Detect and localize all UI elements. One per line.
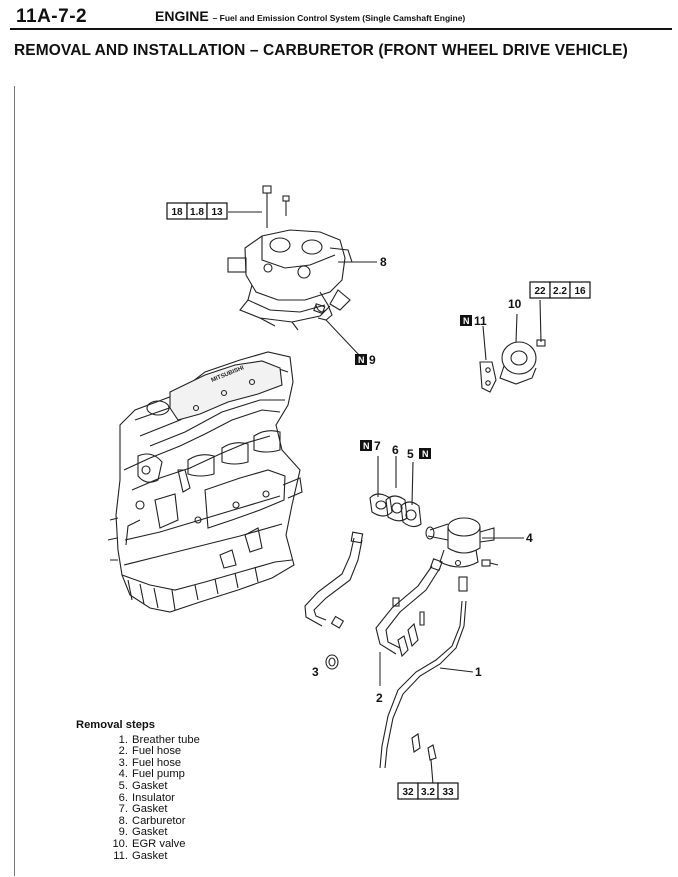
engine-block-drawing [107, 351, 303, 613]
torque-spec-value: 1.8 [190, 207, 204, 218]
torque-spec-value: 32 [402, 787, 414, 798]
removal-step-name: Gasket [132, 803, 168, 816]
egr-valve-drawing [499, 299, 546, 385]
removal-step-number: 2. [118, 745, 128, 758]
removal-step-name: Fuel hose [132, 745, 182, 758]
removal-step: 7. Gasket [76, 803, 200, 816]
removal-step-number: 1. [118, 733, 128, 746]
breather-tube-drawing [379, 576, 468, 785]
removal-step-name: Gasket [132, 849, 168, 862]
removal-step: 3. Fuel hose [76, 756, 200, 770]
callout-leader-lines [325, 261, 524, 686]
removal-step-number: 3. [118, 756, 128, 769]
removal-step-name: Carburetor [132, 814, 186, 827]
header-rule [10, 28, 672, 30]
torque-spec-cell [206, 202, 228, 220]
carburetor-mounting-bolts [228, 185, 290, 228]
fuel-pump-drawing [425, 517, 520, 568]
fuel-hose-2-drawing [375, 558, 443, 658]
removal-step: 10. EGR valve [76, 837, 200, 851]
removal-step: 11. Gasket [76, 849, 200, 863]
new-part-badge-11: N [460, 315, 472, 326]
removal-step: 4. Fuel pump [76, 769, 200, 781]
callout-9: 9 [369, 353, 376, 367]
fuel-pump-gaskets-drawing [369, 456, 422, 528]
callout-4: 4 [526, 531, 533, 545]
carburetor-drawing [227, 229, 353, 331]
page-number: 11A-7-2 [16, 6, 88, 27]
new-part-badge-9: N [355, 354, 367, 365]
badge-5-letter: N [422, 449, 429, 459]
removal-step-number: 10. [112, 837, 128, 850]
removal-step-number: 6. [118, 791, 128, 804]
removal-step-name: Gasket [132, 826, 168, 839]
new-part-badges: N N N N [355, 315, 472, 459]
removal-step-number: 8. [118, 814, 128, 827]
callout-6: 6 [392, 443, 399, 457]
callout-10: 10 [508, 297, 522, 311]
torque-spec-value: 3.2 [421, 787, 435, 798]
removal-step-number: 4. [118, 768, 128, 781]
torque-spec-value: 22 [534, 286, 546, 297]
badge-11-letter: N [463, 316, 470, 326]
torque-spec-value: 16 [574, 286, 586, 297]
subsection-name: – Fuel and Emission Control System (Sing… [212, 13, 466, 23]
removal-step-name: Fuel pump [132, 768, 185, 781]
torque-spec-box: 22 2.2 16 [529, 281, 591, 299]
section-name: ENGINE [155, 8, 209, 24]
badge-7-letter: N [363, 441, 370, 451]
callout-8: 8 [380, 255, 387, 269]
page-header: 11A-7-2 ENGINE – Fuel and Emission Contr… [0, 0, 678, 30]
removal-steps: Removal steps 1. Breather tube 2. Fuel hose… [76, 719, 200, 863]
callout-5: 5 [407, 447, 414, 461]
torque-spec-box: 18 1.8 13 [166, 202, 228, 220]
egr-gasket-drawing [479, 325, 497, 393]
callout-3: 3 [312, 665, 319, 679]
callout-1: 1 [475, 665, 482, 679]
callout-11: 11 [474, 314, 487, 328]
callout-7: 7 [374, 439, 381, 453]
callout-numbers: 1 2 3 4 5 6 7 8 9 10 11 [312, 255, 533, 705]
torque-spec-value: 33 [442, 787, 454, 798]
removal-step: 6. Insulator [76, 791, 200, 805]
removal-step: 1. Breather tube [76, 733, 200, 747]
badge-9-letter: N [358, 355, 365, 365]
removal-step-name: Fuel hose [132, 756, 182, 769]
section-heading: ENGINE – Fuel and Emission Control Syste… [155, 8, 465, 24]
removal-step-number: 5. [118, 779, 128, 792]
torque-spec-cell [437, 782, 459, 800]
removal-step-number: 11. [113, 849, 128, 862]
removal-step: 8. Carburetor [76, 814, 200, 828]
callout-2: 2 [376, 691, 383, 705]
removal-step-number: 7. [118, 803, 128, 816]
removal-step-name: Breather tube [132, 733, 200, 746]
removal-step-name: Insulator [132, 791, 175, 804]
margin-rule [14, 86, 15, 876]
new-part-badge-5: N [419, 448, 431, 459]
removal-step-name: EGR valve [132, 837, 186, 850]
removal-step-name: Gasket [132, 779, 168, 792]
torque-spec-value: 18 [171, 207, 183, 218]
new-part-badge-7: N [360, 440, 372, 451]
torque-spec-value: 13 [211, 207, 223, 218]
removal-steps-list: 1. Breather tube 2. Fuel hose 3. Fuel hose 4. F… [76, 733, 200, 863]
removal-step-number: 9. [118, 826, 128, 839]
removal-step: 5. Gasket [76, 779, 200, 793]
removal-step: 9. Gasket [76, 827, 200, 839]
page-title: REMOVAL AND INSTALLATION – CARBURETOR (F… [14, 42, 628, 59]
torque-spec-cell [569, 281, 591, 299]
torque-spec-value: 2.2 [553, 286, 567, 297]
removal-step: 2. Fuel hose [76, 745, 200, 758]
torque-spec-box: 32 3.2 33 [397, 782, 459, 800]
removal-steps-heading: Removal steps [76, 719, 155, 731]
fuel-hose-3-drawing [304, 531, 364, 670]
